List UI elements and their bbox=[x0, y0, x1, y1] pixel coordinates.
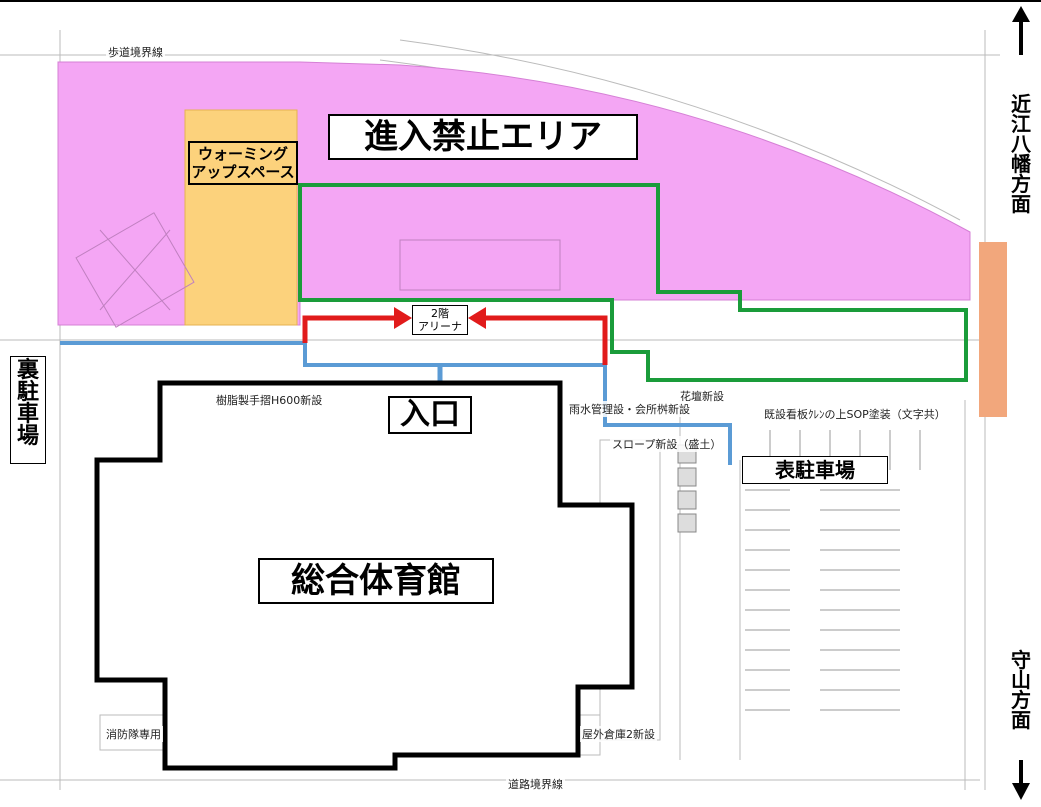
arena-2f-line1: 2階 bbox=[431, 307, 449, 320]
warmup-space-line2: アップスペース bbox=[191, 162, 295, 181]
hatched-structure bbox=[75, 212, 561, 328]
ped-road-text: 歩道境界線 bbox=[106, 44, 165, 60]
arena-2f-line2: アリーナ bbox=[418, 320, 462, 333]
moriyama-char-2: 山 bbox=[1011, 668, 1031, 692]
entrance-label: 入口 bbox=[388, 396, 472, 434]
back-parking-char-4: 場 bbox=[16, 424, 39, 449]
red-stair-left bbox=[302, 315, 395, 343]
orange-road-strip bbox=[979, 242, 1007, 417]
handrail-text: 樹脂製手摺H600新設 bbox=[214, 392, 325, 408]
omihachiman-char-4: 幡 bbox=[1011, 152, 1031, 176]
slope-text: スロープ新設（盛土） bbox=[610, 436, 724, 452]
omihachiman-char-2: 江 bbox=[1011, 112, 1031, 136]
road-boundary-text: 道路境界線 bbox=[506, 776, 565, 792]
moriyama-char-3: 方 bbox=[1011, 688, 1031, 712]
green-boundary-line bbox=[298, 183, 968, 382]
storage-text: 屋外倉庫2新設 bbox=[580, 726, 657, 742]
omihachiman-char-1: 近 bbox=[1011, 92, 1031, 116]
gymnasium-label: 総合体育館 bbox=[258, 558, 494, 604]
signboard-text: 既設看板ｸﾚﾝの上SOP塗装（文字共） bbox=[762, 406, 948, 422]
hanadan-text: 花壇新設 bbox=[678, 388, 726, 404]
back-parking-char-1: 裏 bbox=[16, 358, 39, 383]
red-stair-right bbox=[485, 315, 608, 365]
arrow-up-icon bbox=[1012, 6, 1030, 22]
back-parking-label: 裏 駐 車 場 bbox=[10, 356, 46, 464]
rain-management-text: 雨水管理設・会所桝新設 bbox=[567, 401, 692, 417]
red-arrow-left-icon bbox=[394, 307, 412, 329]
warmup-space-line1: ウォーミング bbox=[197, 144, 288, 163]
to-omihachiman-label: 近 江 八 幡 方 面 bbox=[1006, 94, 1036, 222]
moriyama-char-1: 守 bbox=[1011, 648, 1031, 672]
moriyama-char-4: 面 bbox=[1011, 708, 1031, 732]
omihachiman-char-5: 方 bbox=[1011, 172, 1031, 196]
arrow-down-icon bbox=[1012, 783, 1030, 800]
restricted-area-label: 進入禁止エリア bbox=[328, 114, 638, 160]
warmup-space-label: ウォーミング アップスペース bbox=[188, 141, 298, 185]
arena-2f-label: 2階 アリーナ bbox=[412, 305, 468, 335]
hanadan-blocks bbox=[677, 444, 697, 533]
parking-stripes bbox=[745, 430, 921, 711]
to-moriyama-label: 守 山 方 面 bbox=[1006, 650, 1036, 745]
front-parking-label: 表駐車場 bbox=[742, 456, 888, 484]
fire-lane-text: 消防隊専用 bbox=[104, 726, 163, 742]
back-parking-char-3: 車 bbox=[16, 402, 39, 427]
red-arrow-right-icon bbox=[468, 307, 486, 329]
omihachiman-char-6: 面 bbox=[1011, 192, 1031, 216]
omihachiman-char-3: 八 bbox=[1011, 132, 1031, 156]
back-parking-char-2: 駐 bbox=[16, 380, 39, 405]
